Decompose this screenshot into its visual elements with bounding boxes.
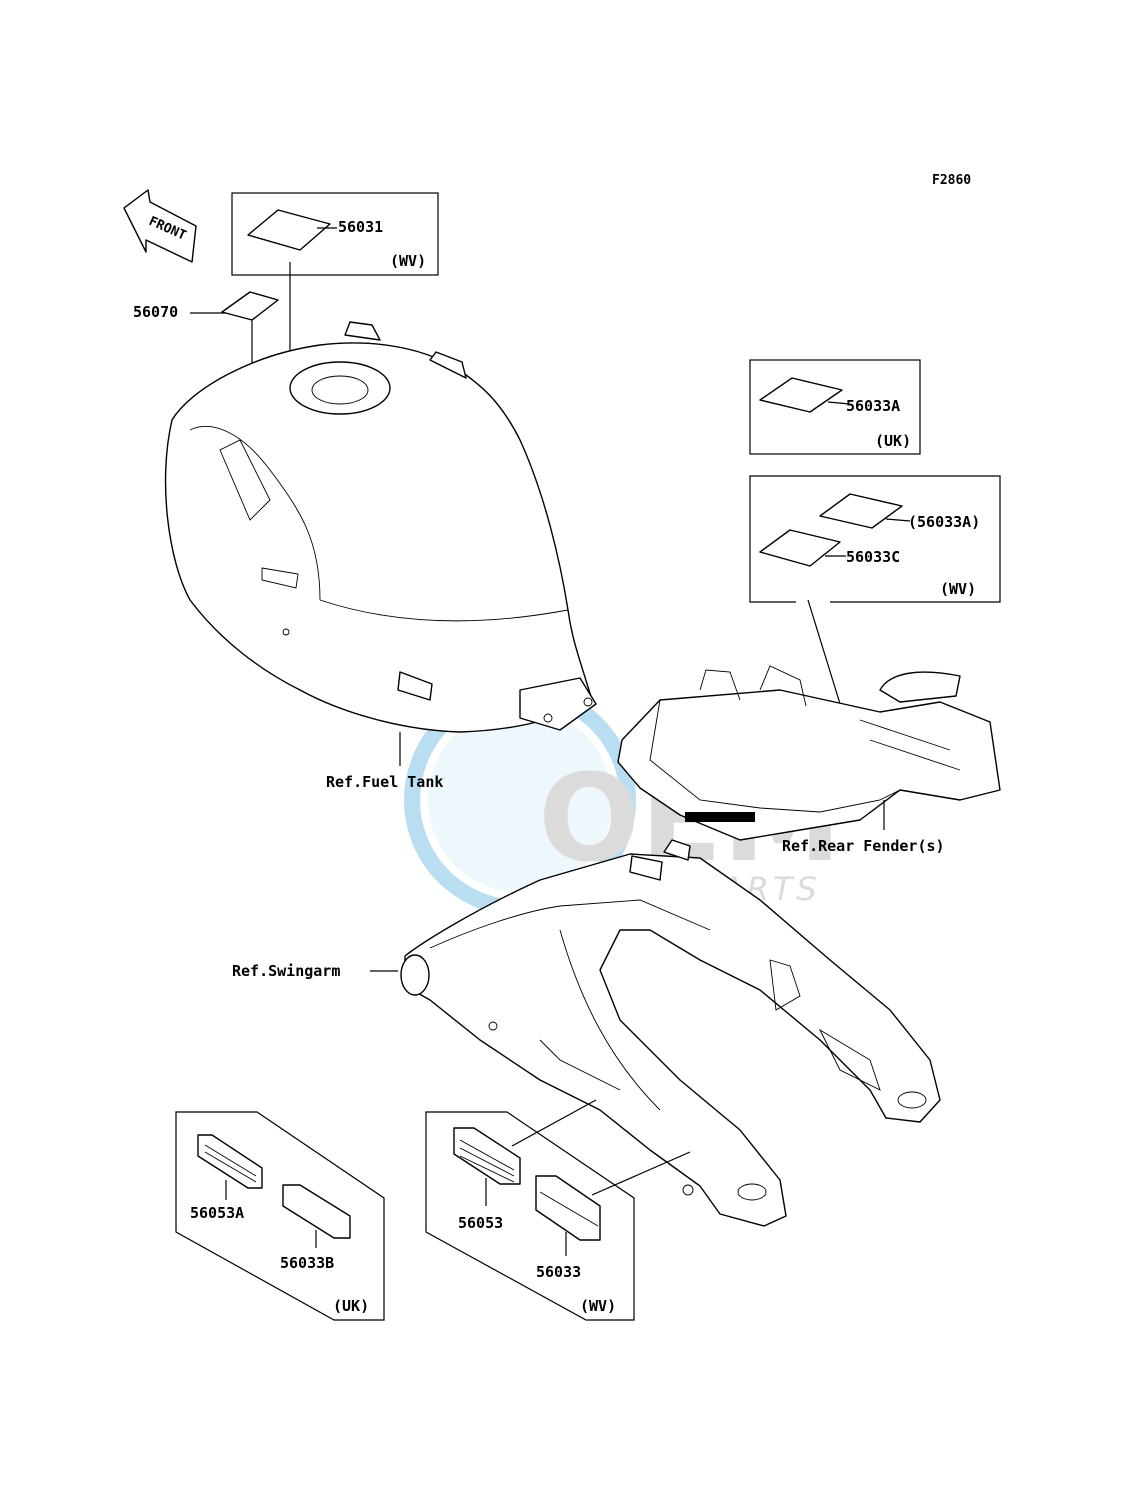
swingarm-drawing [400,839,941,1227]
region-wv-bottom: (WV) [580,1297,616,1315]
callout-box-56033C-wv: (56033A) 56033C (WV) [749,475,1001,776]
region-56033C: (WV) [940,580,976,598]
watermark-globe [428,708,612,892]
ref-rear-fender: Ref.Rear Fender(s) [782,837,945,855]
part-number-56053A: 56053A [190,1204,244,1222]
callout-box-wv-bottom: 56053 56033 (WV) [425,1099,691,1321]
label-decal-56033A [759,377,843,413]
region-56031: (WV) [390,252,426,270]
label-decal-56053A [197,1134,263,1189]
part-number-56053: 56053 [458,1214,503,1232]
part-number-56033A-paren: (56033A) [908,513,980,531]
callout-box-56033A-uk: 56033A (UK) [749,359,921,455]
figure-code: F2860 [932,173,971,188]
label-decal-56033A-wv [819,493,903,529]
rear-fender-drawing [617,665,1001,841]
part-number-56033: 56033 [536,1263,581,1281]
label-decal-56070 [221,291,279,321]
label-decal-56033B [282,1184,351,1239]
callout-56070: 56070 [133,291,279,372]
part-number-56033C: 56033C [846,548,900,566]
front-arrow-icon: FRONT [123,189,197,263]
part-number-56033A: 56033A [846,397,900,415]
callout-box-56031: 56031 (WV) [231,192,439,364]
ref-fuel-tank: Ref.Fuel Tank [326,773,443,791]
label-decal-56031 [247,209,331,251]
label-decal-56033C [759,529,841,567]
part-number-56033B: 56033B [280,1254,334,1272]
part-number-56070: 56070 [133,303,178,321]
fuel-tank-drawing [164,321,597,766]
region-56033A: (UK) [875,432,911,450]
ref-swingarm: Ref.Swingarm [232,962,340,980]
part-number-56031: 56031 [338,218,383,236]
region-uk-bottom: (UK) [333,1297,369,1315]
rear-fender-strip [685,812,755,822]
label-decal-56053 [453,1127,521,1185]
callout-box-uk-bottom: 56053A 56033B (UK) [175,1111,385,1321]
